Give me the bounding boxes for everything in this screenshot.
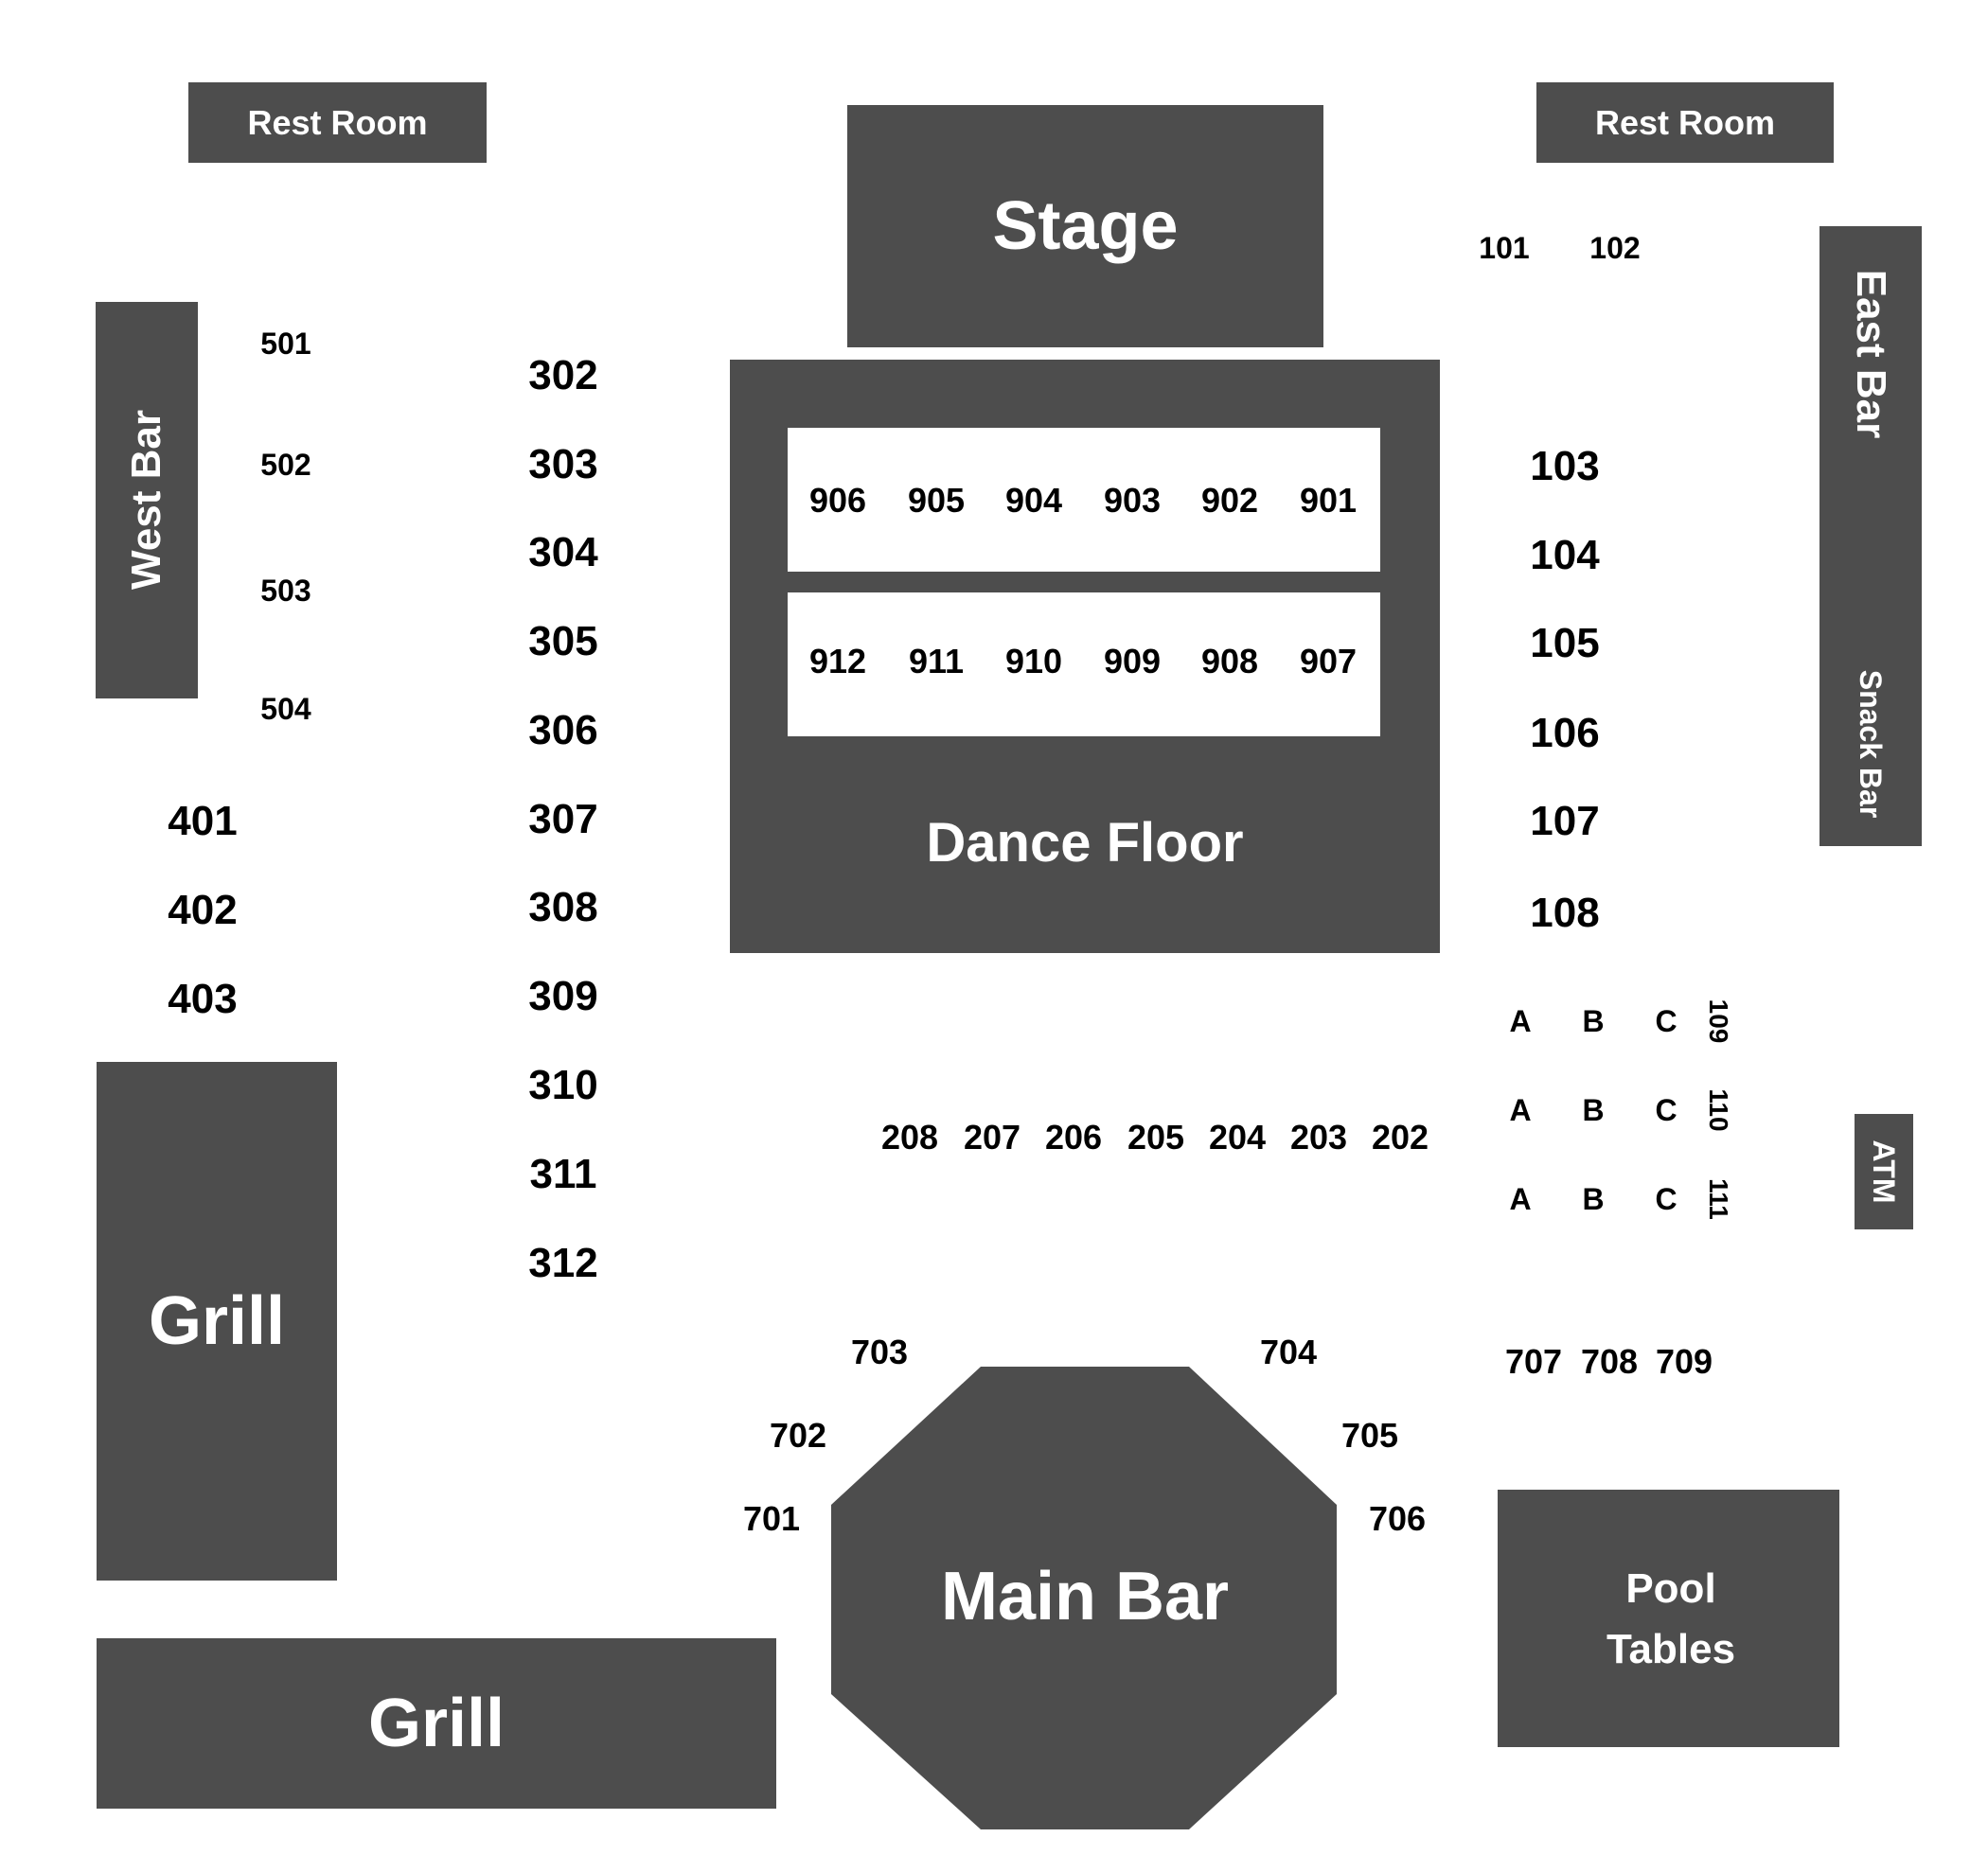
section-703[interactable]: 703 (850, 1333, 909, 1371)
section-401[interactable]: 401 (168, 798, 238, 844)
seat-109-c[interactable]: C (1655, 1004, 1677, 1038)
seat-109-a[interactable]: A (1509, 1004, 1532, 1038)
grill-wide[interactable]: Grill (97, 1638, 776, 1809)
section-109[interactable]: 109 (1704, 998, 1733, 1044)
section-504[interactable]: 504 (260, 692, 311, 726)
section-708[interactable]: 708 (1580, 1342, 1639, 1381)
section-208[interactable]: 208 (880, 1118, 939, 1157)
section-101[interactable]: 101 (1479, 231, 1530, 265)
section-308[interactable]: 308 (528, 884, 598, 930)
section-102[interactable]: 102 (1589, 231, 1641, 265)
section-904[interactable]: 904 (1004, 481, 1063, 520)
seating-panel-900-row1 (788, 428, 1380, 572)
west-bar-label: West Bar (123, 410, 169, 590)
section-106[interactable]: 106 (1530, 710, 1600, 756)
main-bar-label: Main Bar (940, 1559, 1230, 1634)
section-306[interactable]: 306 (528, 707, 598, 753)
pool-tables-label-line2: Tables (1606, 1626, 1736, 1672)
seat-110-b[interactable]: B (1582, 1093, 1605, 1127)
snack-bar-label: Snack Bar (1854, 669, 1888, 819)
section-705[interactable]: 705 (1340, 1416, 1399, 1455)
seat-109-b[interactable]: B (1582, 1004, 1605, 1038)
section-911[interactable]: 911 (908, 642, 965, 680)
section-309[interactable]: 309 (528, 973, 598, 1019)
section-402[interactable]: 402 (168, 887, 238, 933)
atm-label: ATM (1867, 1140, 1901, 1204)
section-310[interactable]: 310 (528, 1062, 598, 1108)
rest-room-right[interactable]: Rest Room (1536, 82, 1834, 163)
section-303[interactable]: 303 (528, 441, 598, 487)
section-701[interactable]: 701 (742, 1499, 801, 1538)
dance-floor-label: Dance Floor (926, 812, 1244, 874)
section-312[interactable]: 312 (528, 1240, 598, 1286)
section-202[interactable]: 202 (1371, 1118, 1429, 1157)
section-707[interactable]: 707 (1504, 1342, 1563, 1381)
section-311[interactable]: 311 (529, 1151, 597, 1197)
rest-room-left[interactable]: Rest Room (188, 82, 487, 163)
atm[interactable] (1855, 1114, 1913, 1229)
seat-111-a[interactable]: A (1509, 1182, 1532, 1216)
section-111[interactable]: 111 (1704, 1178, 1733, 1220)
section-502[interactable]: 502 (260, 448, 311, 482)
section-305[interactable]: 305 (528, 618, 598, 664)
section-906[interactable]: 906 (808, 481, 867, 520)
pool-tables[interactable] (1498, 1490, 1839, 1747)
seat-111-b[interactable]: B (1582, 1182, 1605, 1216)
section-105[interactable]: 105 (1530, 620, 1600, 666)
section-204[interactable]: 204 (1208, 1118, 1267, 1157)
section-103[interactable]: 103 (1530, 443, 1600, 489)
section-910[interactable]: 910 (1004, 642, 1063, 680)
section-107[interactable]: 107 (1530, 798, 1600, 844)
section-203[interactable]: 203 (1289, 1118, 1348, 1157)
section-903[interactable]: 903 (1103, 481, 1162, 520)
main-bar-shape (831, 1367, 1337, 1829)
section-104[interactable]: 104 (1530, 532, 1600, 578)
section-905[interactable]: 905 (907, 481, 966, 520)
section-503[interactable]: 503 (260, 574, 311, 608)
seating-panel-900-row2 (788, 592, 1380, 736)
stage[interactable]: Stage (847, 105, 1323, 347)
section-207[interactable]: 207 (963, 1118, 1021, 1157)
section-205[interactable]: 205 (1127, 1118, 1185, 1157)
section-909[interactable]: 909 (1103, 642, 1162, 680)
section-901[interactable]: 901 (1299, 481, 1358, 520)
section-902[interactable]: 902 (1200, 481, 1259, 520)
section-912[interactable]: 912 (808, 642, 867, 680)
section-108[interactable]: 108 (1530, 890, 1600, 936)
section-706[interactable]: 706 (1368, 1499, 1427, 1538)
seat-111-c[interactable]: C (1655, 1182, 1677, 1216)
seat-110-c[interactable]: C (1655, 1093, 1677, 1127)
section-702[interactable]: 702 (769, 1416, 827, 1455)
west-bar[interactable] (96, 302, 198, 698)
section-206[interactable]: 206 (1044, 1118, 1103, 1157)
east-bar-label: East Bar (1848, 269, 1894, 439)
section-709[interactable]: 709 (1655, 1342, 1713, 1381)
seat-110-a[interactable]: A (1509, 1093, 1532, 1127)
pool-tables-label-line1: Pool (1625, 1565, 1716, 1612)
section-908[interactable]: 908 (1200, 642, 1259, 680)
section-907[interactable]: 907 (1299, 642, 1358, 680)
section-501[interactable]: 501 (260, 327, 311, 361)
section-307[interactable]: 307 (528, 796, 598, 842)
section-302[interactable]: 302 (528, 352, 598, 398)
section-110[interactable]: 110 (1704, 1088, 1733, 1132)
grill-tall[interactable]: Grill (97, 1062, 337, 1581)
east-bar[interactable] (1819, 226, 1922, 846)
section-704[interactable]: 704 (1259, 1333, 1318, 1371)
section-304[interactable]: 304 (528, 529, 598, 575)
section-403[interactable]: 403 (168, 976, 238, 1022)
